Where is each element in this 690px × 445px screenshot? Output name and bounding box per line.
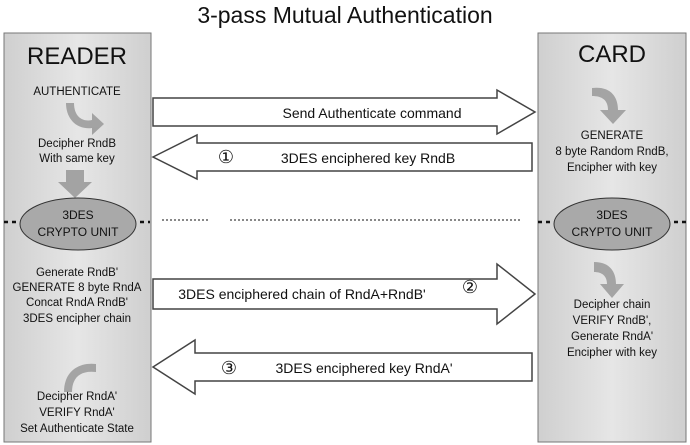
message-2-marker: ①	[218, 147, 234, 167]
reader-step-decipher: Decipher RndB With same key	[38, 138, 116, 165]
message-4-marker: ③	[221, 358, 237, 378]
svg-text:CRYPTO UNIT: CRYPTO UNIT	[38, 225, 120, 239]
message-arrow-3: 3DES enciphered chain of RndA+RndB' ②	[152, 262, 537, 326]
reader-heading: READER	[27, 43, 127, 70]
message-arrow-2: ① 3DES enciphered key RndB	[151, 133, 533, 181]
reader-curve-arrow-3	[64, 363, 96, 392]
reader-step-authenticate: AUTHENTICATE	[33, 86, 121, 98]
card-step-generate: GENERATE 8 byte Random RndB, Encipher wi…	[555, 130, 668, 174]
card-curve-arrow-1	[592, 87, 626, 124]
message-1-label: Send Authenticate command	[282, 105, 461, 121]
svg-text:3DES: 3DES	[62, 208, 93, 222]
svg-text:Decipher chain: Decipher chain	[574, 299, 651, 311]
svg-text:8 byte Random RndB,: 8 byte Random RndB,	[555, 146, 668, 158]
message-arrow-1: Send Authenticate command	[152, 88, 537, 136]
svg-text:Encipher with key: Encipher with key	[567, 162, 657, 174]
svg-text:Set Authenticate State: Set Authenticate State	[20, 423, 134, 435]
svg-text:Decipher RndB: Decipher RndB	[38, 138, 116, 150]
diagram-title: 3-pass Mutual Authentication	[197, 2, 492, 28]
reader-step-generate: Generate RndB' GENERATE 8 byte RndA Conc…	[13, 267, 142, 325]
reader-step-verify: Decipher RndA' VERIFY RndA' Set Authenti…	[20, 391, 134, 435]
card-heading: CARD	[578, 41, 646, 68]
svg-text:Concat RndA RndB': Concat RndA RndB'	[26, 297, 128, 309]
svg-text:Generate RndA': Generate RndA'	[571, 331, 653, 343]
message-3-label: 3DES enciphered chain of RndA+RndB'	[178, 286, 425, 302]
svg-text:GENERATE 8 byte RndA: GENERATE 8 byte RndA	[13, 282, 142, 294]
svg-text:VERIFY RndB',: VERIFY RndB',	[573, 315, 652, 327]
card-curve-arrow-2	[594, 262, 624, 298]
svg-text:Generate RndB': Generate RndB'	[36, 267, 118, 279]
message-2-label: 3DES enciphered key RndB	[281, 150, 455, 166]
svg-text:3DES encipher chain: 3DES encipher chain	[23, 313, 131, 325]
card-step-decipher: Decipher chain VERIFY RndB', Generate Rn…	[567, 299, 657, 359]
message-3-marker: ②	[462, 277, 478, 297]
curved-flow-arrows	[58, 87, 626, 392]
svg-text:3DES: 3DES	[596, 208, 627, 222]
reader-curve-arrow-1	[66, 103, 104, 135]
message-arrow-4: ③ 3DES enciphered key RndA'	[151, 338, 533, 396]
svg-text:CRYPTO UNIT: CRYPTO UNIT	[572, 225, 654, 239]
svg-text:VERIFY RndA': VERIFY RndA'	[39, 407, 115, 419]
message-4-label: 3DES enciphered key RndA'	[276, 360, 453, 376]
svg-text:Decipher RndA': Decipher RndA'	[37, 391, 117, 403]
card-crypto-unit: 3DES CRYPTO UNIT	[553, 197, 671, 251]
reader-curve-arrow-2	[58, 170, 92, 198]
svg-text:GENERATE: GENERATE	[581, 130, 644, 142]
svg-text:With same key: With same key	[39, 153, 115, 165]
svg-text:Encipher with key: Encipher with key	[567, 347, 657, 359]
reader-crypto-unit: 3DES CRYPTO UNIT	[19, 197, 137, 251]
